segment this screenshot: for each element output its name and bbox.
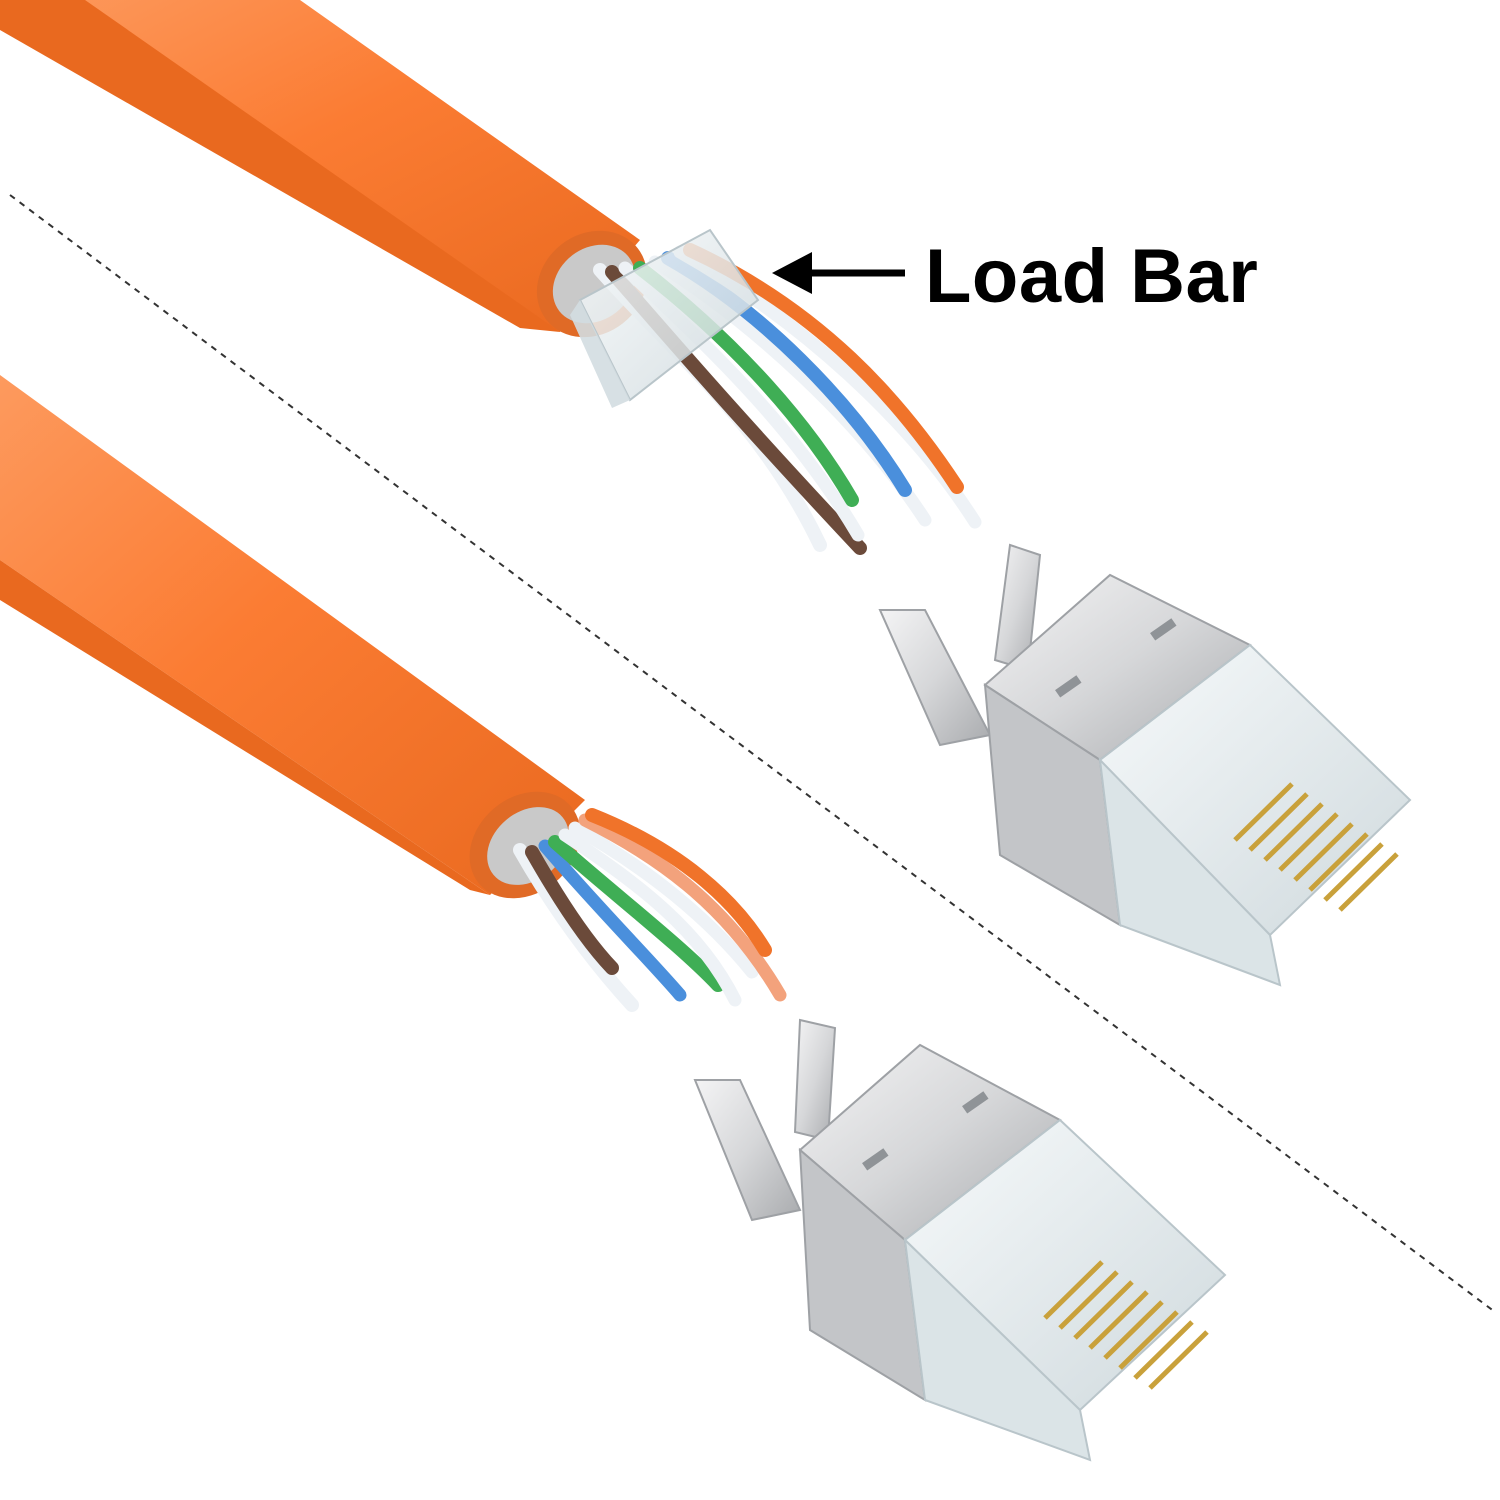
bottom-cable: [0, 375, 787, 1012]
top-rj45-plug: [878, 543, 1412, 987]
top-plug-contacts: [1233, 782, 1399, 912]
bottom-cable-jacket: [0, 375, 585, 895]
bottom-plug-contacts: [1043, 1260, 1209, 1390]
bottom-rj45-plug: [693, 1018, 1227, 1462]
divider-line: [9, 194, 1496, 1313]
arrow-left-icon: [772, 252, 905, 294]
top-cable: [0, 0, 982, 555]
bottom-cable-wires: [513, 808, 787, 1012]
load-bar-label: Load Bar: [925, 234, 1259, 319]
